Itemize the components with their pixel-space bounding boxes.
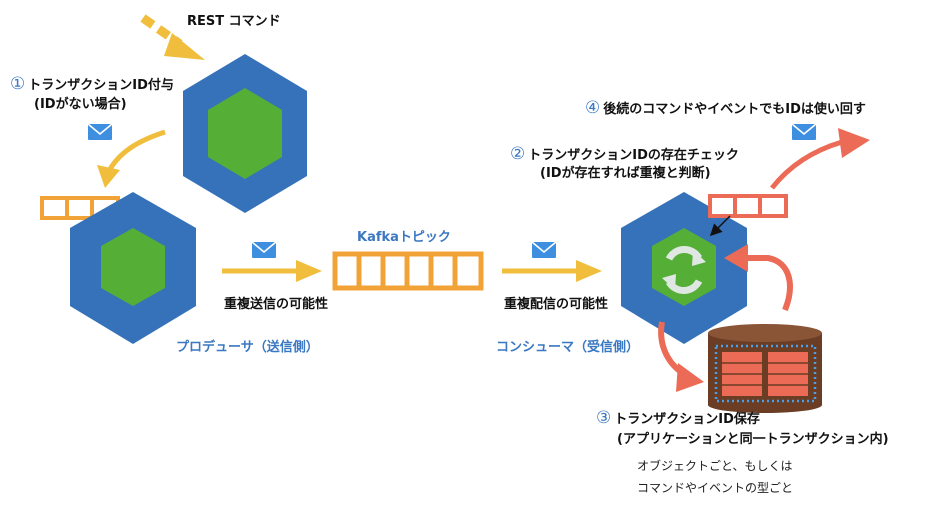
- message-envelope-icon-3: [531, 241, 557, 258]
- step2-sub: (IDが存在すれば重複と判断): [540, 166, 711, 181]
- step2-number: ②: [510, 144, 526, 164]
- kafka-topic-queue: [332, 251, 484, 291]
- duplicate-deliver-label: 重複配信の可能性: [504, 297, 609, 312]
- producer-hexagon: [70, 192, 196, 344]
- producer-label: プロデューサ（送信側）: [176, 340, 319, 355]
- step4-number: ④: [585, 98, 601, 118]
- producer-to-kafka-arrow: [222, 260, 322, 282]
- message-envelope-icon-4: [791, 123, 817, 140]
- rest-command-label: REST コマンド: [187, 14, 281, 29]
- id-reuse-arrow: [770, 128, 870, 190]
- message-envelope-icon: [87, 123, 113, 140]
- note-line-2: コマンドやイベントの型ごと: [637, 481, 794, 495]
- step3-sub: (アプリケーションと同一トランザクション内): [617, 432, 889, 447]
- transaction-id-frame-consumer: [708, 194, 788, 237]
- step1-sub: (IDがない場合): [34, 97, 127, 112]
- step2-title-text: トランザクションIDの存在チェック: [528, 148, 739, 163]
- step3-number: ③: [596, 408, 612, 428]
- id-assign-arrow: [97, 129, 166, 188]
- api-service-hexagon: [183, 54, 307, 213]
- id-save-arrow: [658, 321, 704, 392]
- step1-number: ①: [10, 74, 26, 94]
- message-envelope-icon-2: [251, 241, 277, 258]
- note-line-1: オブジェクトごと、もしくは: [637, 459, 793, 473]
- step4-title-text: 後続のコマンドやイベントでもIDは使い回す: [603, 102, 866, 117]
- kafka-topic-label: Kafkaトピック: [357, 230, 451, 245]
- step3-title-text: トランザクションID保存: [614, 412, 760, 427]
- step1-title-text: トランザクションID付与: [28, 78, 174, 93]
- id-check-arrow: [724, 244, 793, 312]
- kafka-to-consumer-arrow: [502, 260, 602, 282]
- transaction-id-database: [708, 324, 822, 413]
- duplicate-send-label: 重複送信の可能性: [224, 297, 329, 312]
- refresh-icon: [662, 246, 706, 294]
- rest-command-arrow: [140, 14, 205, 60]
- consumer-label: コンシューマ（受信側）: [496, 340, 640, 355]
